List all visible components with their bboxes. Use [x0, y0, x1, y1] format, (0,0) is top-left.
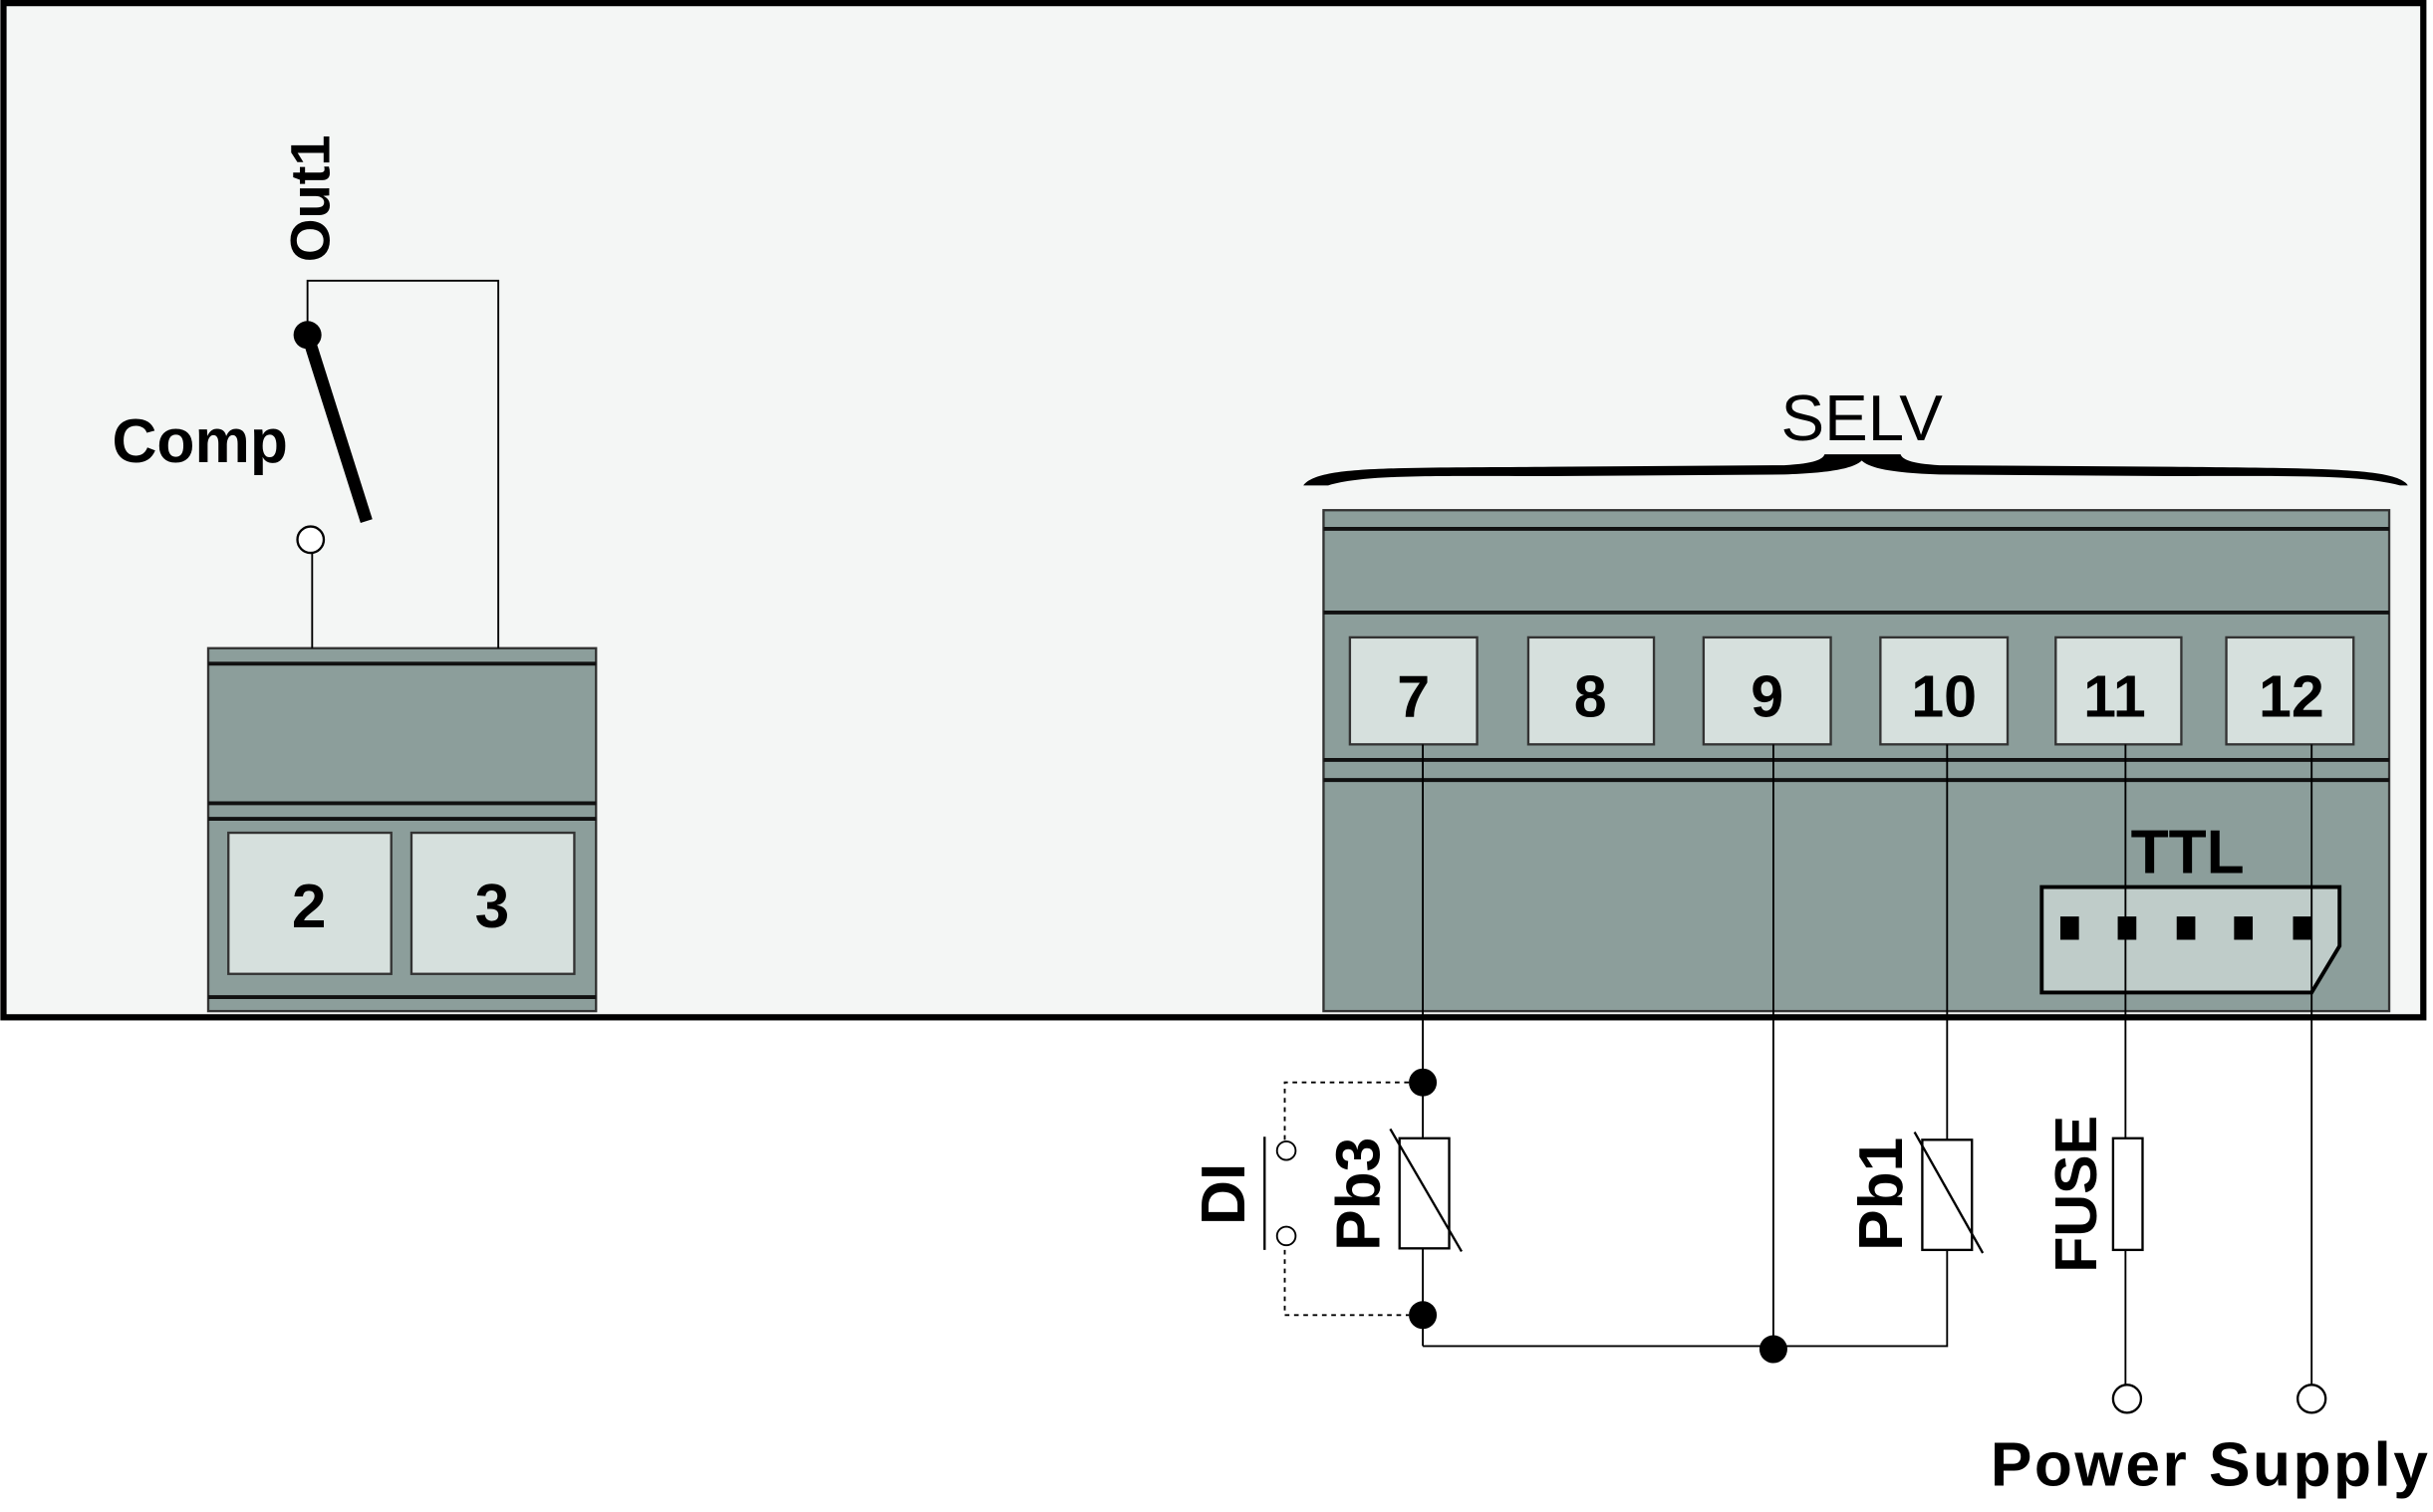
fuse-label: FUSE — [2042, 1116, 2109, 1273]
terminal-3-label: 3 — [475, 873, 510, 941]
di-label: DI — [1190, 1163, 1258, 1225]
selv-terminal-block: 7 8 9 10 11 12 TTL — [1322, 509, 2391, 1013]
terminal-8-label: 8 — [1574, 662, 1607, 729]
pb1-label: Pb1 — [1847, 1137, 1916, 1251]
relay-terminal-block: 2 3 — [206, 646, 598, 1013]
terminal-7-label: 7 — [1397, 662, 1430, 729]
probe3-thermistor — [1398, 1136, 1451, 1250]
comp-label: Comp — [112, 407, 287, 476]
probe1-thermistor — [1921, 1138, 1974, 1252]
terminal-10-label: 10 — [1911, 662, 1977, 729]
out1-label: Out1 — [278, 134, 341, 262]
relay-switch-contact — [301, 333, 373, 524]
terminal-12-label: 12 — [2259, 662, 2324, 729]
fuse-symbol — [2111, 1136, 2144, 1252]
external-wiring — [1263, 744, 2327, 1414]
terminal-11: 11 — [2054, 635, 2183, 746]
selv-brace — [1303, 454, 2408, 486]
terminal-9: 9 — [1702, 635, 1832, 746]
ttl-label: TTL — [2131, 819, 2245, 887]
terminal-7: 7 — [1348, 635, 1479, 746]
relay-contact-open-terminal — [296, 525, 326, 555]
pb3-label: Pb3 — [1324, 1137, 1393, 1251]
junction-dot — [1409, 1301, 1438, 1330]
selv-label: SELV — [1781, 381, 1944, 454]
terminal-11-label: 11 — [2083, 662, 2146, 729]
junction-dot — [1758, 1335, 1787, 1364]
power-terminal — [2297, 1384, 2327, 1414]
terminal-8: 8 — [1526, 635, 1656, 746]
terminal-12: 12 — [2225, 635, 2355, 746]
terminal-3 — [409, 831, 576, 975]
junction-dot — [1409, 1068, 1438, 1097]
power-supply-label: Power Supply — [1991, 1431, 2428, 1500]
terminal-10: 10 — [1879, 635, 2010, 746]
terminal-9-label: 9 — [1751, 662, 1783, 729]
power-terminal — [2111, 1384, 2143, 1414]
ttl-pins — [2059, 916, 2312, 940]
relay-wiring — [293, 279, 500, 648]
terminal-2-label: 2 — [292, 873, 327, 941]
terminal-2 — [227, 831, 393, 975]
digital-input-switch — [1263, 1081, 1410, 1317]
